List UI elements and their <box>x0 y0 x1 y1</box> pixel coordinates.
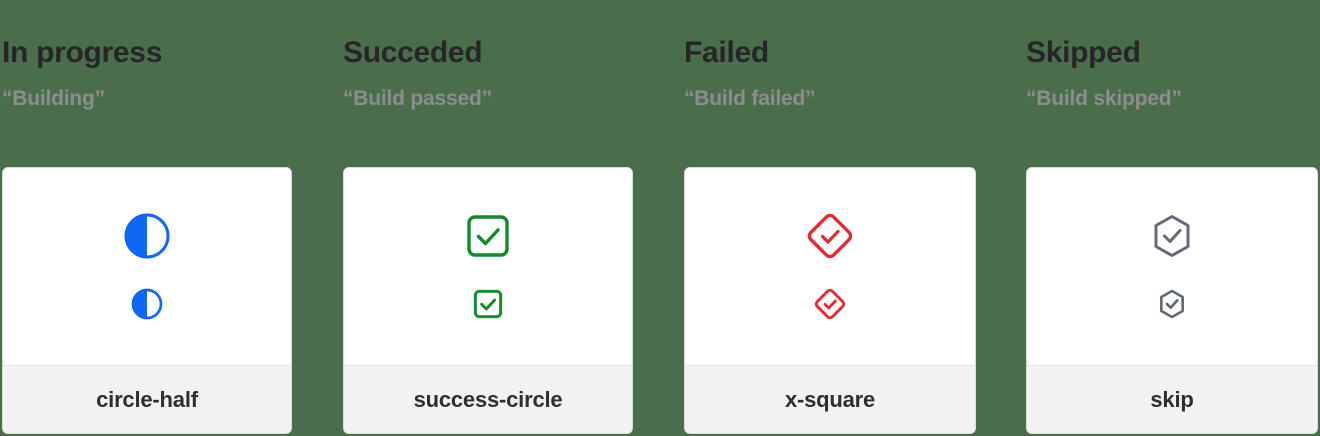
circle-half-icon <box>123 212 171 260</box>
icon-preview-area <box>1027 168 1317 365</box>
icon-preview-area <box>344 168 632 365</box>
status-phrase: “Building” <box>2 87 105 110</box>
status-column-failed: Failed “Build failed” <box>684 0 976 436</box>
icon-card-footer: skip <box>1027 365 1317 433</box>
status-phrase: “Build skipped” <box>1026 87 1182 110</box>
status-column-in-progress: In progress “Building” <box>2 0 292 436</box>
icon-card-skip[interactable]: skip <box>1026 167 1318 434</box>
status-title: Failed <box>684 36 769 69</box>
skip-icon-small <box>1156 288 1188 320</box>
success-circle-icon-small <box>472 288 504 320</box>
status-title: Skipped <box>1026 36 1141 69</box>
icon-card-footer: success-circle <box>344 365 632 433</box>
status-column-succeded: Succeded “Build passed” <box>343 0 633 436</box>
icon-name-label: x-square <box>784 386 876 412</box>
icon-card-footer: circle-half <box>3 365 291 433</box>
circle-half-icon-small <box>131 288 163 320</box>
icon-card-circle-half[interactable]: circle-half <box>2 167 292 434</box>
icon-card-success-circle[interactable]: success-circle <box>343 167 633 434</box>
status-phrase: “Build failed” <box>684 87 816 110</box>
column-header: Skipped “Build skipped” <box>1026 0 1320 110</box>
icon-name-label: success-circle <box>413 386 563 412</box>
x-square-icon <box>806 212 854 260</box>
column-header: Succeded “Build passed” <box>343 0 663 110</box>
status-phrase: “Build passed” <box>343 87 492 110</box>
status-title: In progress <box>2 36 163 69</box>
column-header: Failed “Build failed” <box>684 0 1004 110</box>
icon-name-label: skip <box>1150 386 1194 412</box>
status-column-skipped: Skipped “Build skipped” <box>1026 0 1318 436</box>
icon-name-label: circle-half <box>96 386 198 412</box>
icon-card-footer: x-square <box>685 365 975 433</box>
success-circle-icon <box>464 212 512 260</box>
status-title: Succeded <box>343 36 483 69</box>
x-square-icon-small <box>814 288 846 320</box>
column-header: In progress “Building” <box>2 0 322 110</box>
icon-card-x-square[interactable]: x-square <box>684 167 976 434</box>
icon-preview-area <box>3 168 291 365</box>
icon-preview-area <box>685 168 975 365</box>
skip-icon <box>1148 212 1196 260</box>
